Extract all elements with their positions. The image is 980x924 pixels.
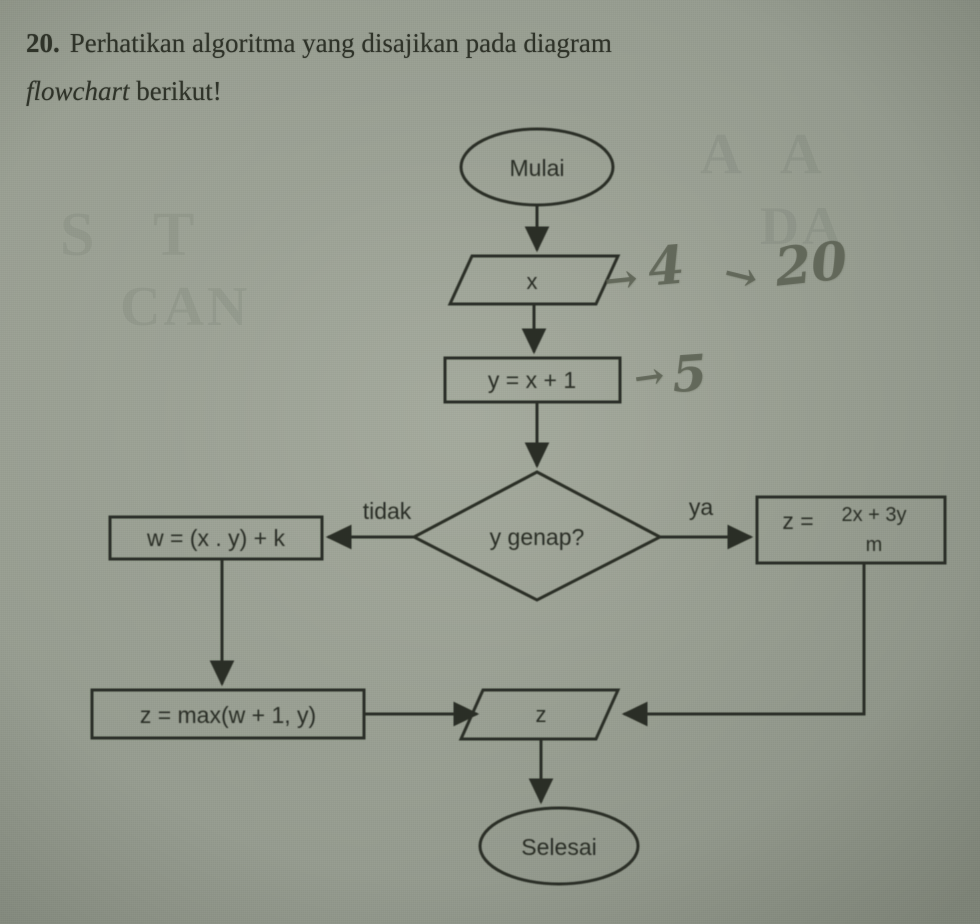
node-process-z-frac-lhs: z = <box>782 508 813 534</box>
node-input-x-shape <box>447 254 621 306</box>
node-process-z-frac-numerator: 2x + 3y <box>841 504 906 526</box>
question-italic-term: flowchart <box>26 76 130 106</box>
node-process-z-max-label: z = max(w + 1, y) <box>140 702 316 728</box>
node-end-shape <box>478 806 640 886</box>
branch-label-no: tidak <box>363 498 412 524</box>
node-decision-label: y genap? <box>490 524 585 550</box>
branch-label-yes: ya <box>689 494 714 520</box>
question-line-1: Perhatikan algoritma yang disajikan pada… <box>69 28 612 58</box>
question-text-line-2: flowchart berikut! <box>26 76 956 107</box>
node-output-z-label: z <box>536 702 547 727</box>
question-line-2-tail: berikut! <box>129 76 222 106</box>
connector-process-z-frac-to-output <box>621 563 866 727</box>
node-decision-shape <box>410 470 664 602</box>
node-input-x-label: x <box>527 269 538 294</box>
node-process-y-label: y = x + 1 <box>488 367 576 393</box>
node-end-label: Selesai <box>521 834 596 860</box>
node-process-w-shape <box>108 515 324 561</box>
node-process-y-shape <box>443 356 622 404</box>
question-number: 20. <box>26 28 60 58</box>
node-process-w-label: w = (x . y) + k <box>146 525 286 551</box>
question-text: 20. Perhatikan algoritma yang disajikan p… <box>26 24 956 64</box>
node-process-z-frac-denominator: m <box>866 534 883 556</box>
node-start-label: Mulai <box>510 155 565 181</box>
node-process-z-frac-shape <box>755 495 947 565</box>
